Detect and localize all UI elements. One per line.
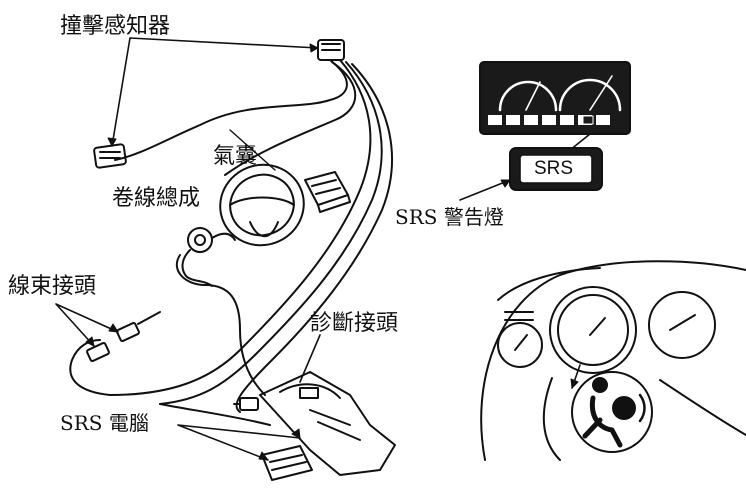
label-harness-connector: 線束接頭: [8, 274, 97, 299]
dashboard-view: [480, 260, 746, 461]
airbag-warning-icon: [571, 371, 653, 453]
srs-computer-unit: [261, 445, 313, 481]
label-impact-sensor: 撞擊感知器: [60, 14, 171, 39]
srs-indicator-box: [509, 147, 603, 191]
label-diagnostic-connector: 診斷接頭: [310, 311, 399, 336]
clock-spring: [181, 227, 236, 287]
harness-connector: [86, 311, 161, 363]
impact-sensor-front: [317, 39, 345, 61]
wiring-harness: [69, 59, 393, 426]
diagnostic-connector: [233, 397, 259, 411]
airbag-module: [304, 171, 351, 213]
label-airbag: 氣囊: [213, 144, 258, 169]
center-console: [259, 334, 396, 476]
impact-sensor-side: [93, 143, 127, 169]
steering-wheel: [219, 163, 305, 247]
instrument-cluster: [479, 61, 631, 135]
srs-indicator-text: SRS: [534, 158, 574, 179]
label-srs-computer: SRS 電腦: [60, 411, 149, 435]
label-srs-warning-light: SRS 警告燈: [395, 205, 504, 229]
label-clock-spring: 卷線總成: [112, 186, 201, 211]
